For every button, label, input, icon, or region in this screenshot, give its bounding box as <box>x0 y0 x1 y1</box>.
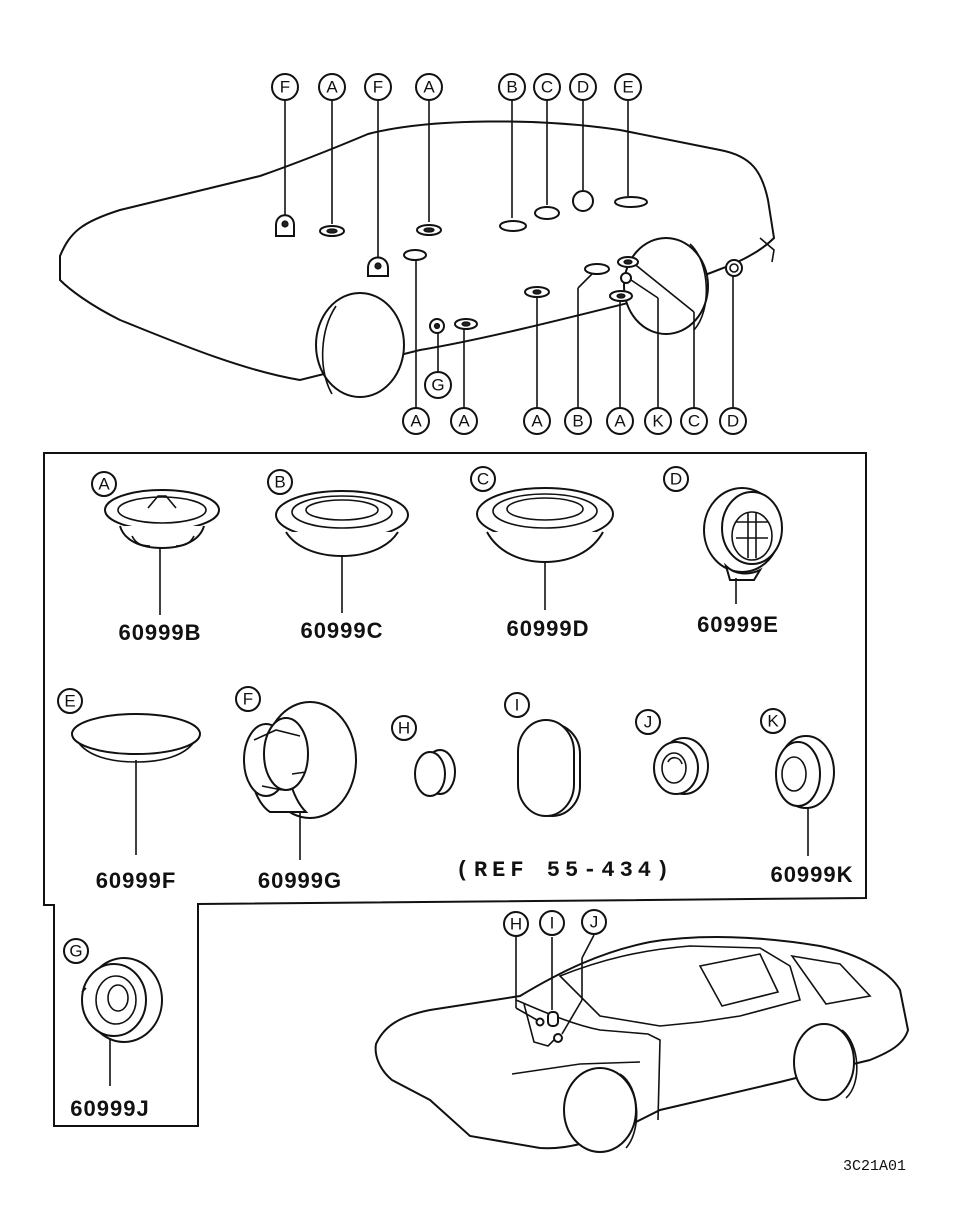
body-plugs <box>275 190 743 334</box>
svg-text:D: D <box>670 470 682 489</box>
svg-text:A: A <box>423 78 435 97</box>
svg-text:J: J <box>590 913 599 932</box>
part-a: A 60999B <box>91 471 220 645</box>
callout-top-4: A <box>415 73 443 101</box>
svg-text:60999E: 60999E <box>697 612 779 637</box>
callout-top-3: F <box>364 73 392 101</box>
callout-bottom-5: B <box>564 407 592 435</box>
drawing-code: 3C21A01 <box>843 1158 906 1175</box>
callout-top-6: C <box>533 73 561 101</box>
callout-car-i: I <box>539 910 565 936</box>
svg-text:A: A <box>614 412 626 431</box>
callout-car-h: H <box>503 911 529 937</box>
plug-c-2 <box>617 256 639 268</box>
plug-a-2 <box>416 224 442 236</box>
svg-text:60999J: 60999J <box>70 1096 149 1121</box>
svg-text:A: A <box>410 412 422 431</box>
callout-top-8: E <box>614 73 642 101</box>
callout-top-2: A <box>318 73 346 101</box>
part-f: F 60999G <box>235 686 357 893</box>
plug-f-1 <box>275 214 295 237</box>
svg-text:60999D: 60999D <box>506 616 589 641</box>
callout-bottom-8: C <box>680 407 708 435</box>
svg-text:A: A <box>326 78 338 97</box>
svg-text:J: J <box>644 713 653 732</box>
part-j: J <box>635 709 709 795</box>
svg-text:I: I <box>515 696 520 715</box>
callout-bottom-1: G <box>424 371 452 399</box>
svg-text:A: A <box>531 412 543 431</box>
svg-text:C: C <box>688 412 700 431</box>
callout-bottom-2: A <box>402 407 430 435</box>
svg-text:E: E <box>622 78 633 97</box>
svg-text:60999B: 60999B <box>118 620 201 645</box>
plug-e-1 <box>614 196 648 208</box>
svg-text:C: C <box>541 78 553 97</box>
plug-g-1 <box>429 318 445 334</box>
plug-a-1 <box>319 225 345 237</box>
callout-bottom-7: K <box>644 407 672 435</box>
plug-a-4 <box>454 318 478 330</box>
plug-a-6 <box>609 290 633 302</box>
svg-text:F: F <box>280 78 290 97</box>
reference-note: (REF 55-434) <box>456 858 674 883</box>
callout-top-7: D <box>569 73 597 101</box>
car-illustration <box>374 934 910 1153</box>
part-c: C 60999D <box>470 466 614 641</box>
svg-text:60999G: 60999G <box>258 868 342 893</box>
plug-f-2 <box>367 256 389 277</box>
plug-b-2 <box>584 263 610 275</box>
callout-bottom-6: A <box>606 407 634 435</box>
part-d: D 60999E <box>663 466 783 637</box>
svg-text:60999K: 60999K <box>770 862 853 887</box>
svg-text:E: E <box>64 692 75 711</box>
plug-c-1 <box>534 206 560 220</box>
svg-text:B: B <box>506 78 517 97</box>
svg-text:I: I <box>550 914 555 933</box>
part-g: G 60999J <box>63 938 163 1121</box>
svg-text:B: B <box>274 473 285 492</box>
plug-d-1 <box>572 190 594 212</box>
plug-k-1 <box>620 272 632 284</box>
callout-car-j: J <box>581 909 607 935</box>
part-k: K 60999K <box>760 708 853 887</box>
svg-text:G: G <box>69 942 82 961</box>
plug-a-5 <box>524 286 550 298</box>
car-body-outline <box>59 120 776 398</box>
svg-text:D: D <box>727 412 739 431</box>
bottom-callouts: G A A A B A K C D <box>402 371 747 435</box>
plug-d-2 <box>725 259 743 277</box>
svg-text:H: H <box>398 719 410 738</box>
svg-text:K: K <box>767 712 779 731</box>
part-i: I <box>504 692 581 817</box>
car-callouts: H I J <box>503 909 607 937</box>
svg-text:H: H <box>510 915 522 934</box>
svg-text:A: A <box>458 412 470 431</box>
svg-text:A: A <box>98 475 110 494</box>
svg-text:C: C <box>477 470 489 489</box>
callout-bottom-3: A <box>450 407 478 435</box>
callout-top-5: B <box>498 73 526 101</box>
part-b: B 60999C <box>267 469 409 643</box>
svg-text:B: B <box>572 412 583 431</box>
top-callouts: F A F A B C D E <box>271 73 642 101</box>
bottom-leader-lines <box>415 260 734 408</box>
svg-text:60999C: 60999C <box>300 618 383 643</box>
part-e: E 60999F <box>57 688 201 893</box>
svg-text:F: F <box>373 78 383 97</box>
plug-b-1 <box>499 220 527 232</box>
svg-text:G: G <box>431 376 444 395</box>
svg-text:F: F <box>243 690 253 709</box>
svg-text:K: K <box>652 412 664 431</box>
callout-top-1: F <box>271 73 299 101</box>
svg-text:D: D <box>577 78 589 97</box>
callout-bottom-9: D <box>719 407 747 435</box>
plug-a-3 <box>403 249 427 261</box>
top-leader-lines <box>284 100 629 258</box>
svg-text:60999F: 60999F <box>96 868 177 893</box>
callout-bottom-4: A <box>523 407 551 435</box>
part-h: H <box>391 715 456 797</box>
